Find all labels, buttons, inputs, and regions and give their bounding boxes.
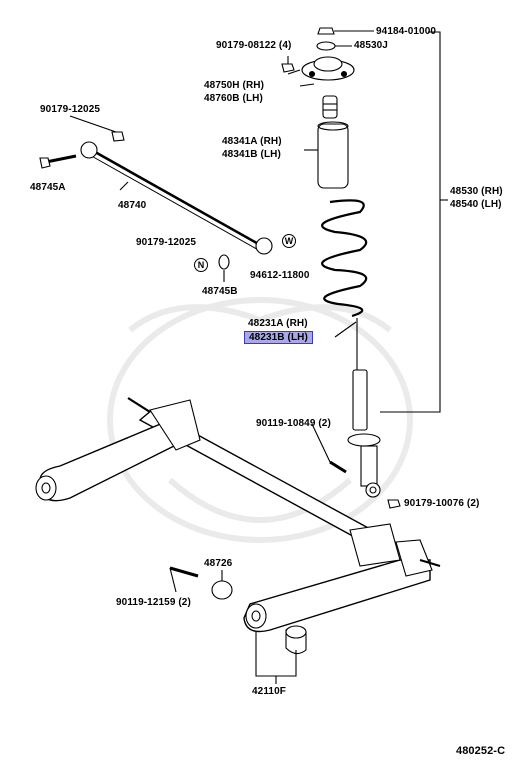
label-94184-01000[interactable]: 94184-01000 [376,26,437,37]
washer-48745b [218,254,230,282]
label-48750h[interactable]: 48750H (RH) [204,80,265,91]
assembly-bracket [380,31,441,413]
label-48745a[interactable]: 48745A [30,182,66,193]
rear-axle-beam [35,397,441,633]
label-48745b[interactable]: 48745B [202,286,238,297]
lateral-rod-nut [69,115,125,142]
coil-spring [321,199,368,318]
label-90179-10076[interactable]: 90179-10076 (2) [404,498,480,509]
spring-bumper [322,95,338,119]
mount-nut [281,56,295,73]
upper-washer [316,41,352,51]
label-90179-12025-upper[interactable]: 90179-12025 [40,104,101,115]
label-48231b-selected[interactable]: 48231B (LH) [244,331,313,344]
suspension-support [287,56,355,87]
lateral-control-rod [80,141,273,255]
label-90119-12159[interactable]: 90119-12159 (2) [116,597,191,608]
label-48341b[interactable]: 48341B (LH) [222,149,281,160]
label-42110f[interactable]: 42110F [252,686,286,697]
lateral-rod-bolt [39,154,77,169]
top-nut [317,27,374,35]
label-48341a[interactable]: 48341A (RH) [222,136,282,147]
shock-nut [387,499,401,509]
label-48530j[interactable]: 48530J [354,40,388,51]
label-90119-10849[interactable]: 90119-10849 (2) [256,418,331,429]
label-90179-12025-lower[interactable]: 90179-12025 [136,237,197,248]
label-48760b[interactable]: 48760B (LH) [204,93,263,104]
beam-bolt [169,566,199,593]
label-48530[interactable]: 48530 (RH) [450,186,503,197]
label-48740[interactable]: 48740 [118,200,147,211]
label-48231a[interactable]: 48231A (RH) [248,318,308,329]
label-90179-08122[interactable]: 90179-08122 (4) [216,40,292,51]
diagram-id: 480252-C [456,745,506,757]
watermark-logo [107,297,413,543]
label-48726[interactable]: 48726 [204,558,233,569]
beam-bushing [255,625,307,684]
marker-n-icon: N [194,258,208,272]
axle-bushing [211,570,233,600]
dust-boot [304,121,349,189]
marker-w-icon: W [282,234,296,248]
shock-absorber [334,318,381,498]
label-48540[interactable]: 48540 (LH) [450,199,502,210]
label-94612-11800[interactable]: 94612-11800 [250,270,310,281]
shock-bolt [311,423,347,474]
